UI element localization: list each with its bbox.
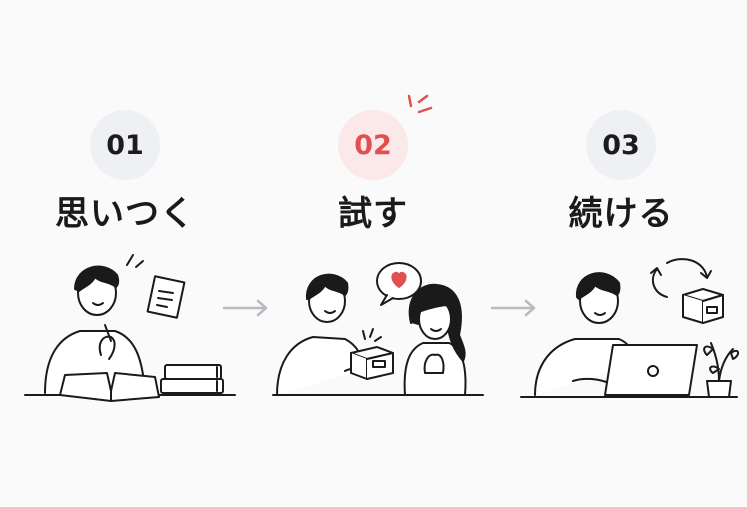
heart-icon <box>376 262 422 306</box>
step-number-badge: 03 <box>586 110 656 180</box>
step-try: 02 試す <box>253 0 493 507</box>
note-icon <box>146 275 186 319</box>
books-icon <box>160 364 224 394</box>
step-number-badge: 02 <box>338 110 408 180</box>
person-working-illustration <box>520 258 739 398</box>
plant-icon <box>703 342 739 398</box>
step-idea: 01 思いつく <box>5 0 245 507</box>
person-thinking-illustration <box>24 254 236 402</box>
step-title: 続ける <box>568 194 674 234</box>
step-continue: 03 続ける <box>501 0 741 507</box>
step-title: 思いつく <box>55 194 195 234</box>
box-icon <box>350 346 394 380</box>
box-icon <box>682 288 724 324</box>
step-title: 試す <box>338 194 408 234</box>
people-sharing-illustration <box>272 262 484 396</box>
cycle-icon <box>650 258 712 298</box>
arrow-right-icon <box>222 299 268 317</box>
arrow-right-icon <box>490 299 536 317</box>
highlight-sparks-icon <box>407 94 433 114</box>
step-number-badge: 01 <box>90 110 160 180</box>
